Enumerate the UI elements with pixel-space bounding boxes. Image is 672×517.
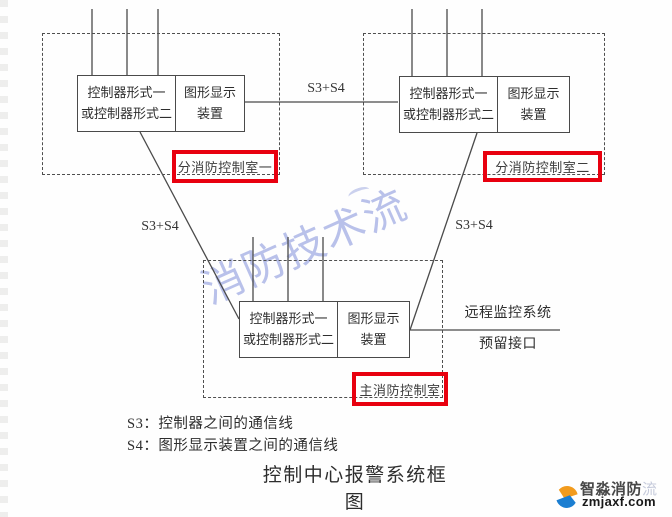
reserved-interface-label: 预留接口 <box>479 337 537 352</box>
sub-room-2-highlight-label: 分消防控制室二 <box>483 151 602 182</box>
legend-s3: S3：控制器之间的通信线 <box>127 416 294 432</box>
sub-room-1-label-text: 分消防控制室一 <box>177 160 273 175</box>
sub1-equipment-box: 控制器形式一 或控制器形式二 图形显示 装置 <box>77 75 245 132</box>
sub1-controller-line2: 或控制器形式二 <box>80 105 172 121</box>
main-room-boundary <box>203 260 443 398</box>
logo-blue-swoosh <box>556 495 576 508</box>
legend-s4: S4：图形显示装置之间的通信线 <box>127 438 339 454</box>
s3s4-label-top: S3+S4 <box>307 81 345 96</box>
main-room-label-text: 主消防控制室 <box>359 382 441 398</box>
sub1-controller-line1: 控制器形式一 <box>87 84 166 100</box>
main-controller-cell: 控制器形式一 或控制器形式二 <box>240 302 338 357</box>
sub2-display-cell: 图形显示 装置 <box>498 77 569 132</box>
brand-domain: zmjaxf.com <box>582 494 656 509</box>
s3s4-label-right: S3+S4 <box>455 218 493 233</box>
main-display-line2: 装置 <box>360 331 387 347</box>
main-display-line1: 图形显示 <box>347 310 400 326</box>
diagram-title: 控制中心报警系统框图 <box>262 465 448 513</box>
sub1-display-line1: 图形显示 <box>183 84 236 100</box>
sub1-display-cell: 图形显示 装置 <box>176 76 244 131</box>
logo-orange-swoosh <box>558 486 578 499</box>
main-controller-line1: 控制器形式一 <box>249 310 328 326</box>
sub2-display-line1: 图形显示 <box>507 85 560 101</box>
sub2-equipment-box: 控制器形式一 或控制器形式二 图形显示 装置 <box>399 76 570 133</box>
sub2-controller-line1: 控制器形式一 <box>409 85 488 101</box>
brand-logo-icon <box>556 486 578 508</box>
main-equipment-box: 控制器形式一 或控制器形式二 图形显示 装置 <box>239 301 410 358</box>
sub-room-1-highlight-label: 分消防控制室一 <box>172 150 278 183</box>
sub2-main-link-line <box>409 132 478 331</box>
scan-noise-strip <box>0 0 8 517</box>
main-display-cell: 图形显示 装置 <box>338 302 409 357</box>
s3s4-label-left: S3+S4 <box>141 219 179 234</box>
main-controller-line2: 或控制器形式二 <box>242 331 334 347</box>
sub1-display-line2: 装置 <box>196 105 223 121</box>
sub-room-1-boundary <box>42 33 280 175</box>
sub2-controller-line2: 或控制器形式二 <box>402 106 494 122</box>
brand-name-suffix: 流 <box>642 481 658 498</box>
brand-name: 智淼消防流 <box>580 478 658 499</box>
remote-monitoring-label: 远程监控系统 <box>464 306 552 321</box>
sub1-main-link-line <box>139 131 240 320</box>
main-room-highlight-label: 主消防控制室 <box>352 372 448 406</box>
sub-room-2-label-text: 分消防控制室二 <box>495 160 590 175</box>
brand-name-text: 智淼消防 <box>580 481 643 498</box>
sub2-display-line2: 装置 <box>520 106 547 122</box>
sub1-controller-cell: 控制器形式一 或控制器形式二 <box>78 76 176 131</box>
sub2-controller-cell: 控制器形式一 或控制器形式二 <box>400 77 498 132</box>
